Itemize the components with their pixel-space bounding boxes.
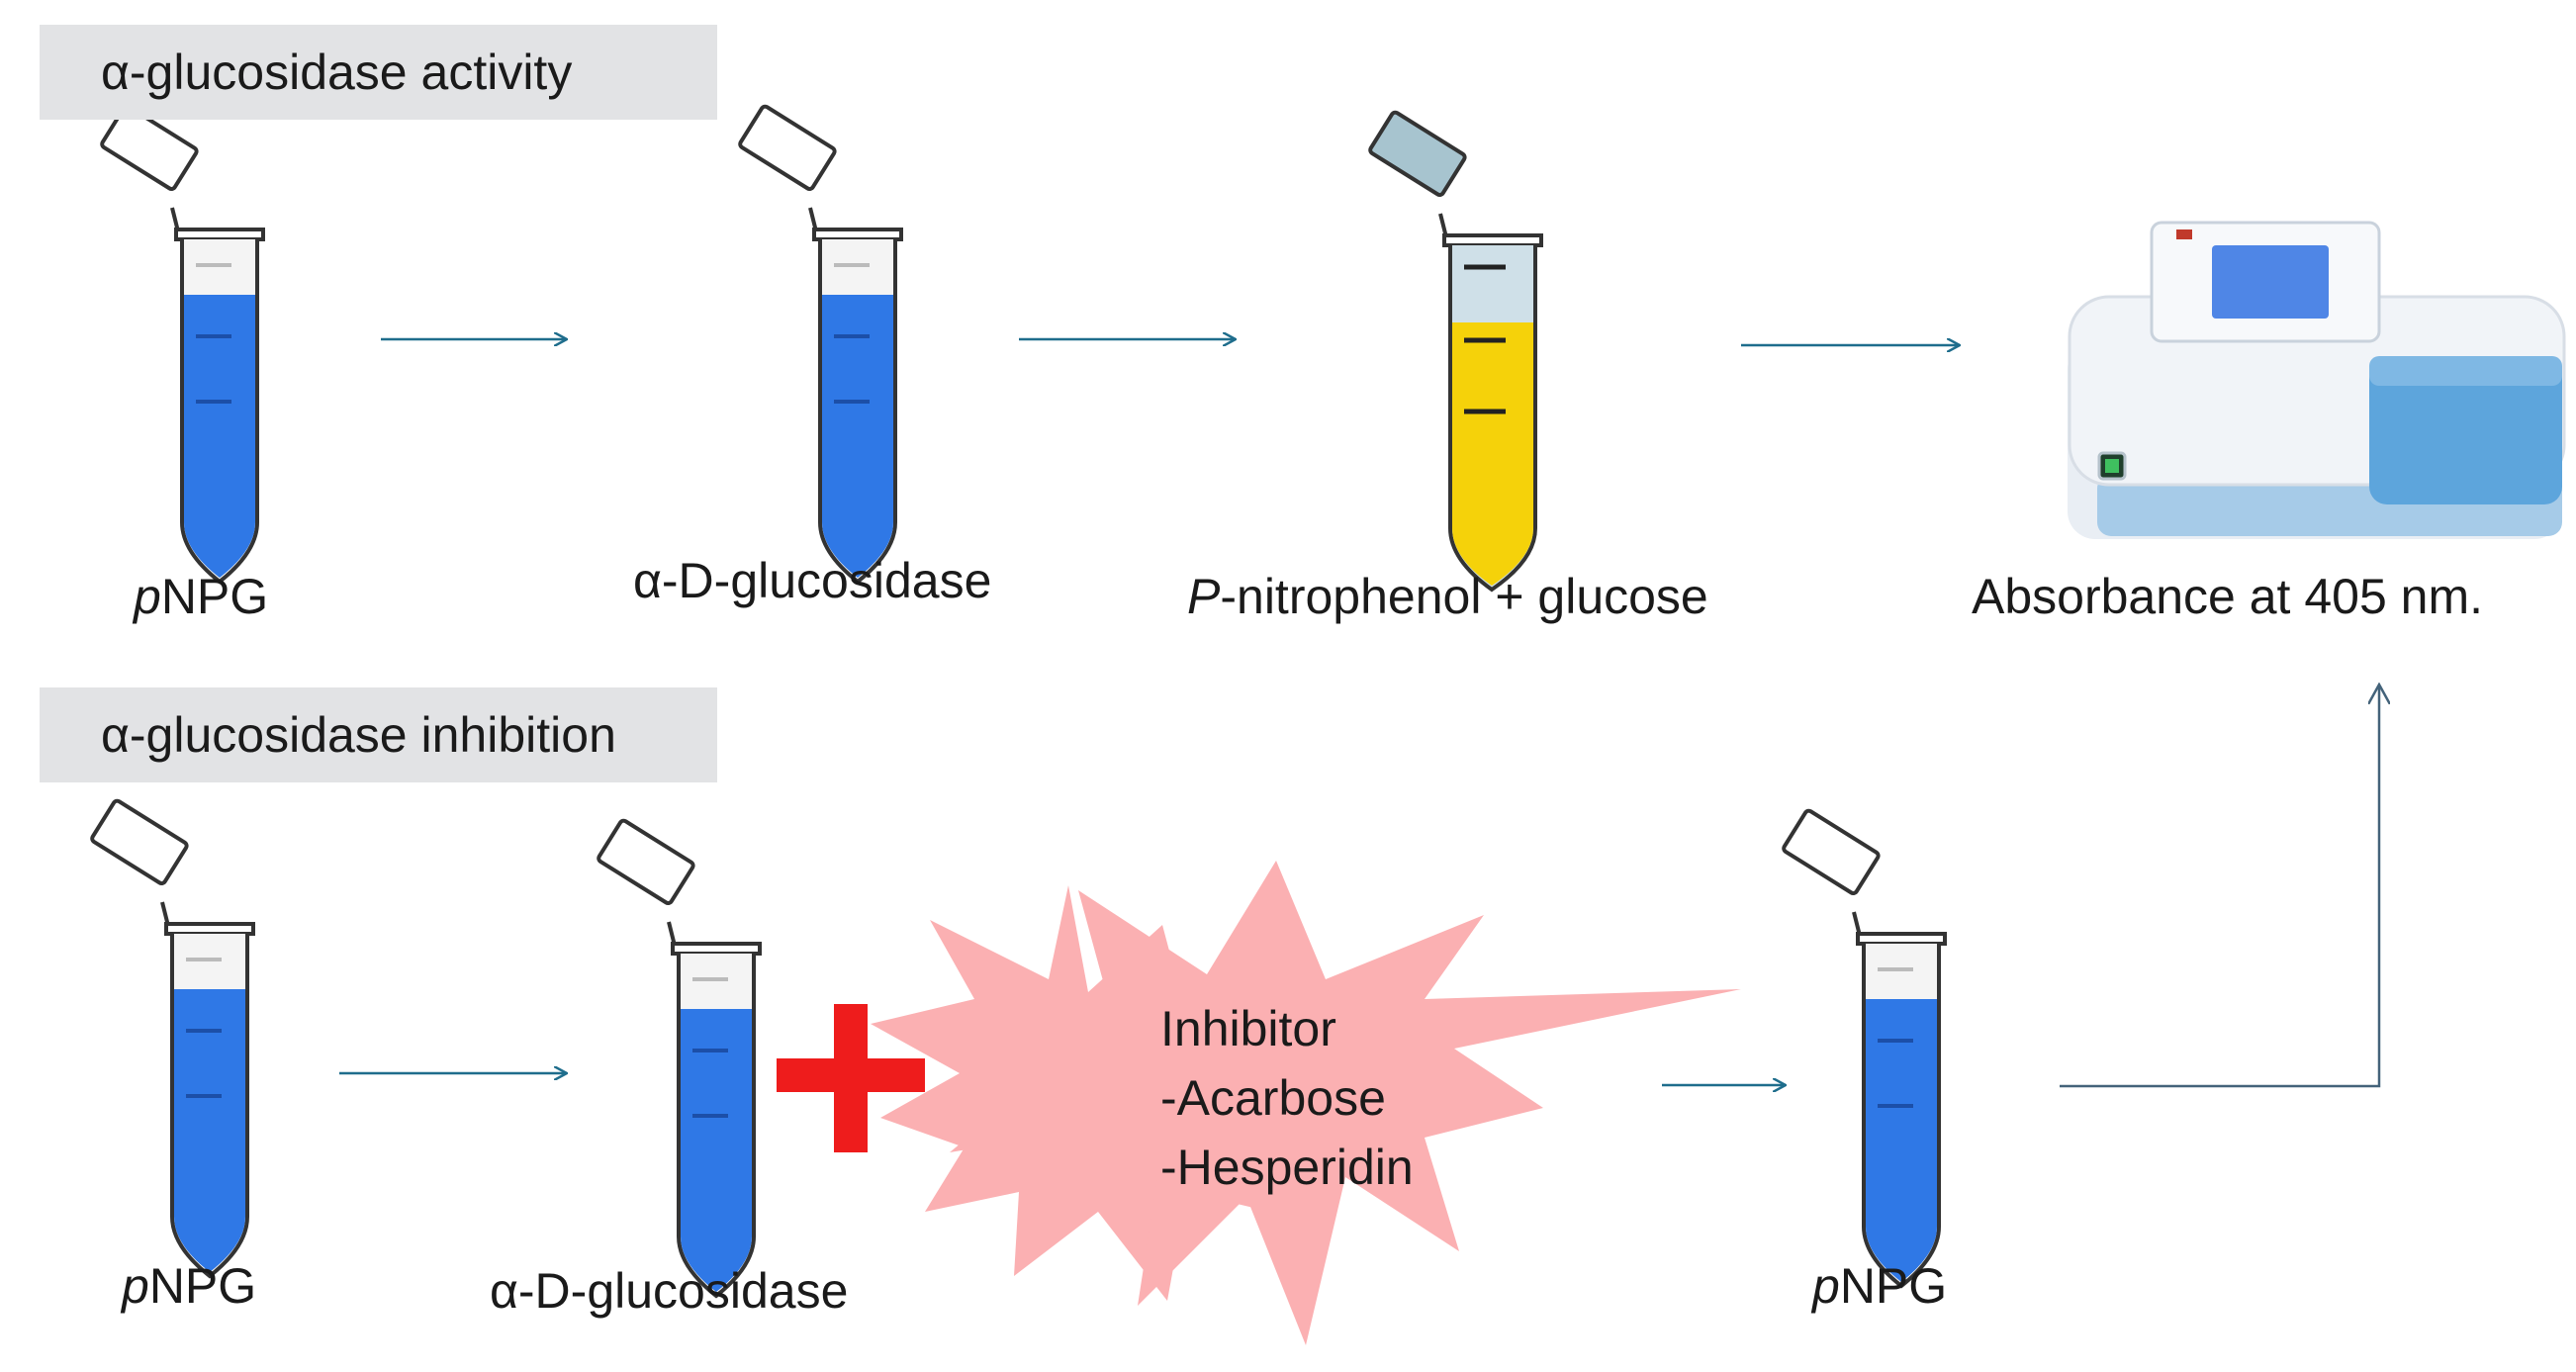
arrow-return [2060, 686, 2379, 1088]
tube-lid [100, 104, 199, 191]
plus-sign [777, 1004, 925, 1152]
label-enzyme-activity: α-D-glucosidase [633, 553, 992, 608]
tube-enzyme-activity [738, 104, 903, 585]
tube-pnpg-inhibition [90, 798, 255, 1279]
inhibitor-title: Inhibitor [1160, 1001, 1336, 1056]
tube-enzyme-inhibition [597, 818, 762, 1299]
header-activity: α-glucosidase activity [40, 25, 717, 120]
inhibitor-acarbose: -Acarbose [1160, 1070, 1386, 1126]
tube-pnpg-final [1782, 808, 1947, 1289]
inhibitor-hesperidin: -Hesperidin [1160, 1140, 1414, 1195]
label-absorbance: Absorbance at 405 nm. [1972, 569, 2483, 624]
label-pnpg-inhibition: pNPG [122, 1258, 257, 1314]
label-pnpg-final: pNPG [1812, 1258, 1948, 1314]
header-inhibition: α-glucosidase inhibition [40, 687, 717, 782]
tube-pnpg-activity [100, 104, 265, 585]
microplate-reader [2068, 221, 2566, 539]
label-product: P-nitrophenol + glucose [1187, 569, 1708, 624]
label-enzyme-inhibition: α-D-glucosidase [490, 1263, 849, 1319]
tube-product [1368, 110, 1543, 593]
label-pnpg-activity: pNPG [134, 569, 269, 624]
